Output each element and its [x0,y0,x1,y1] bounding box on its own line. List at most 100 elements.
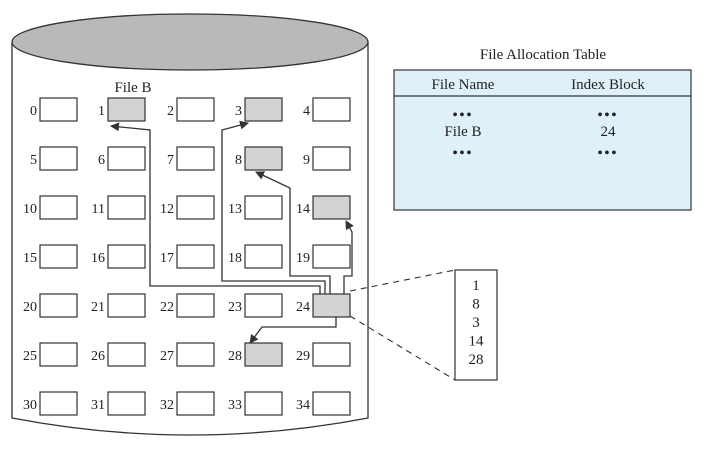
disk-block-2 [176,97,215,122]
index-entry-1: 1 [472,278,480,294]
disk-cylinder [11,13,369,436]
disk-block-0 [39,97,78,122]
block-number-18: 18 [228,251,242,266]
file-b-label: File B [114,80,151,96]
fat-cell-name-2: File B [444,124,481,140]
block-number-20: 20 [23,300,37,315]
fat-cell-index-2: 24 [601,124,617,140]
block-number-24: 24 [296,300,310,315]
block-number-2: 2 [167,104,174,119]
block-number-25: 25 [23,349,37,364]
disk-block-25 [39,342,78,367]
disk-block-12 [176,195,215,220]
index-block-box [454,269,498,381]
disk-block-20 [39,293,78,318]
index-entry-3: 3 [472,315,480,331]
disk-block-4 [312,97,351,122]
disk-block-8 [244,146,283,171]
block-number-5: 5 [30,153,37,168]
block-number-11: 11 [92,202,105,217]
disk-block-3 [244,97,283,122]
block-number-13: 13 [228,202,242,217]
disk-block-21 [107,293,146,318]
disk-block-23 [244,293,283,318]
fat-cell-name-3: ••• [453,146,474,161]
block-number-12: 12 [160,202,174,217]
disk-block-19 [312,244,351,269]
fat-box [393,69,692,211]
disk-block-28 [244,342,283,367]
block-number-19: 19 [296,251,310,266]
index-entry-4: 14 [469,334,485,350]
block-number-6: 6 [98,153,105,168]
pointer-to-block-14 [343,220,354,294]
disk-block-18 [244,244,283,269]
index-block-detail: 1 8 3 14 28 [349,269,498,381]
block-number-21: 21 [91,300,105,315]
block-number-32: 32 [160,398,174,413]
zoom-line-bottom [349,315,456,381]
disk-top [11,13,369,71]
disk-block-11 [107,195,146,220]
block-number-22: 22 [160,300,174,315]
block-number-29: 29 [296,349,310,364]
pointer-to-block-1 [110,122,321,294]
disk-block-5 [39,146,78,171]
block-number-30: 30 [23,398,37,413]
file-allocation-table: File Allocation Table File Name Index Bl… [393,47,692,211]
block-number-23: 23 [228,300,242,315]
disk-block-24 [312,293,351,318]
pointer-to-block-8 [255,171,331,294]
fat-cell-index-3: ••• [598,146,619,161]
block-number-1: 1 [98,104,105,119]
disk-block-30 [39,391,78,416]
disk-block-34 [312,391,351,416]
block-number-33: 33 [228,398,242,413]
disk-block-1 [107,97,146,122]
block-number-16: 16 [91,251,105,266]
fat-header-index-block: Index Block [571,77,645,93]
disk-block-13 [244,195,283,220]
index-entry-2: 8 [472,297,480,313]
zoom-line-top [349,269,456,292]
fat-cell-index-1: ••• [598,108,619,123]
block-number-9: 9 [303,153,310,168]
index-block-entries: 1 8 3 14 28 [469,278,485,368]
block-number-14: 14 [296,202,310,217]
fat-cell-name-1: ••• [453,108,474,123]
disk-block-6 [107,146,146,171]
disk-block-15 [39,244,78,269]
disk-block-7 [176,146,215,171]
disk-block-10 [39,195,78,220]
index-pointers [110,120,354,344]
block-number-4: 4 [303,104,310,119]
disk-block-33 [244,391,283,416]
disk-block-26 [107,342,146,367]
block-number-3: 3 [235,104,242,119]
block-number-15: 15 [23,251,37,266]
disk-block-32 [176,391,215,416]
index-entry-5: 28 [469,352,484,368]
block-number-0: 0 [30,104,37,119]
disk-block-9 [312,146,351,171]
disk-block-16 [107,244,146,269]
block-number-17: 17 [160,251,174,266]
pointer-to-block-3 [221,120,326,294]
fat-title: File Allocation Table [480,47,606,63]
block-number-34: 34 [296,398,310,413]
block-number-31: 31 [91,398,105,413]
block-number-28: 28 [228,349,242,364]
pointer-to-block-28 [249,317,337,344]
disk-block-17 [176,244,215,269]
fat-header-file-name: File Name [432,77,495,93]
disk-block-31 [107,391,146,416]
block-number-10: 10 [23,202,37,217]
block-number-27: 27 [160,349,174,364]
block-number-7: 7 [167,153,174,168]
disk-block-27 [176,342,215,367]
block-number-8: 8 [235,153,242,168]
disk-block-29 [312,342,351,367]
block-number-26: 26 [91,349,105,364]
